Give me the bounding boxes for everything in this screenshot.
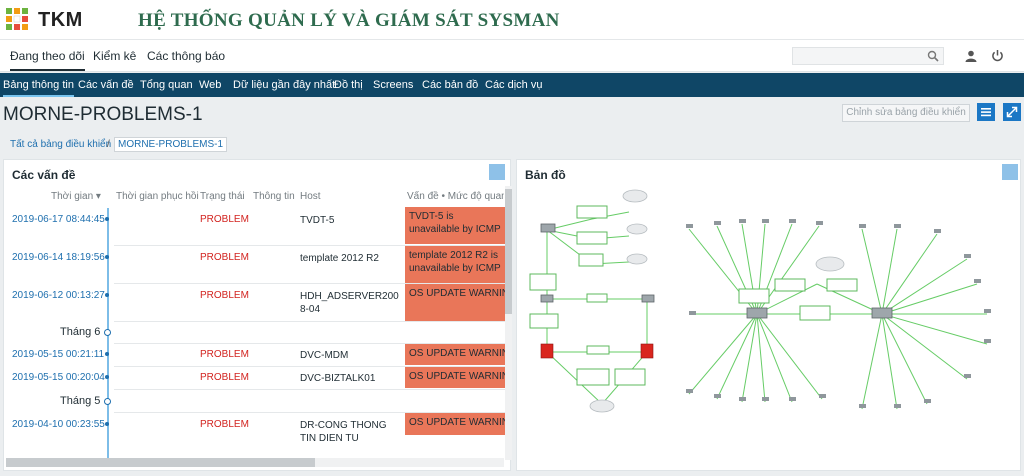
sub-nav-services[interactable]: Các dịch vụ (485, 79, 543, 91)
host-link[interactable]: template 2012 R2 (300, 253, 379, 264)
row-separator (114, 283, 509, 284)
fullscreen-icon (1006, 106, 1018, 118)
main-nav-inventory[interactable]: Kiểm kê (93, 49, 137, 63)
fullscreen-button[interactable] (1003, 103, 1021, 121)
main-nav-monitoring[interactable]: Đang theo dõi (10, 49, 85, 71)
status-badge: PROBLEM (200, 290, 249, 301)
timeline-dot (105, 255, 109, 259)
problems-widget: Các vấn đề Thời gian ▾ Thời gian phục hồ… (3, 159, 512, 471)
sub-nav-dashboard[interactable]: Bảng thông tin (3, 79, 74, 97)
page-title: MORNE-PROBLEMS-1 (3, 104, 203, 125)
user-icon[interactable] (965, 50, 977, 62)
host-link[interactable]: DR-CONG THONG TIN DIEN TU (300, 420, 387, 444)
top-bar: TKM HỆ THỐNG QUẢN LÝ VÀ GIÁM SÁT SYSMAN (0, 0, 1024, 40)
column-host: Host (300, 191, 321, 202)
edit-dashboard-button[interactable]: Chỉnh sửa bảng điều khiển (842, 104, 970, 122)
month-marker (104, 398, 111, 405)
problem-cell[interactable]: OS UPDATE WARNING (405, 344, 508, 365)
row-separator (114, 343, 509, 344)
vertical-scrollbar[interactable] (505, 186, 512, 460)
problems-widget-menu-button[interactable] (489, 164, 505, 180)
column-info: Thông tin (253, 191, 295, 202)
row-separator (114, 412, 509, 413)
network-map[interactable] (517, 184, 1020, 468)
status-badge: PROBLEM (200, 372, 249, 383)
row-separator (114, 389, 509, 390)
row-time[interactable]: 2019-05-15 00:20:04 (12, 372, 105, 383)
menu-icon (981, 108, 991, 117)
column-problem-severity: Vấn đề • Mức độ quan trọng (407, 191, 504, 202)
status-badge: PROBLEM (200, 252, 249, 263)
row-time[interactable]: 2019-06-14 18:19:56 (12, 252, 105, 263)
row-time[interactable]: 2019-06-12 00:13:27 (12, 290, 105, 301)
host-link[interactable]: DVC-MDM (300, 350, 349, 361)
breadcrumb-all-dashboards[interactable]: Tất cả bảng điều khiển (10, 139, 112, 150)
row-separator (114, 321, 509, 322)
sub-nav-web[interactable]: Web (199, 79, 222, 91)
timeline-dot (105, 422, 109, 426)
host-link[interactable]: HDH_ADSERVER2008-04 (300, 291, 399, 315)
column-recovery-time: Thời gian phục hồi (116, 191, 199, 202)
problem-cell[interactable]: template 2012 R2 is unavailable by ICMP (405, 246, 508, 283)
map-widget-title: Bản đồ (525, 168, 566, 182)
row-time[interactable]: 2019-04-10 00:23:55 (12, 419, 105, 430)
problem-cell[interactable]: TVDT-5 is unavailable by ICMP (405, 207, 508, 244)
vertical-scrollbar-thumb[interactable] (505, 189, 512, 314)
month-label: Tháng 6 (60, 326, 101, 338)
month-label: Tháng 5 (60, 395, 101, 407)
row-separator (114, 366, 509, 367)
row-time[interactable]: 2019-06-17 08:44:45 (12, 214, 105, 225)
timeline-dot (105, 352, 109, 356)
power-icon[interactable] (991, 49, 1004, 62)
horizontal-scrollbar-thumb[interactable] (6, 458, 315, 467)
sub-nav-screens[interactable]: Screens (373, 79, 414, 91)
brand-name: TKM (38, 9, 83, 31)
timeline-dot (105, 375, 109, 379)
map-widget-menu-button[interactable] (1002, 164, 1018, 180)
timeline-dot (105, 293, 109, 297)
system-title: HỆ THỐNG QUẢN LÝ VÀ GIÁM SÁT SYSMAN (138, 10, 560, 31)
sub-nav-problems[interactable]: Các vấn đề (78, 79, 134, 91)
column-status: Trạng thái (200, 191, 245, 202)
status-badge: PROBLEM (200, 214, 249, 225)
month-marker (104, 329, 111, 336)
search-icon[interactable] (927, 50, 939, 62)
sub-nav-graphs[interactable]: Đồ thị (334, 79, 363, 91)
sub-nav: Bảng thông tin Các vấn đề Tổng quan Web … (0, 73, 1024, 97)
sub-nav-overview[interactable]: Tổng quan (140, 79, 193, 91)
host-link[interactable]: TVDT-5 (300, 215, 335, 226)
host-link[interactable]: DVC-BIZTALK01 (300, 373, 376, 384)
sub-nav-latest-data[interactable]: Dữ liệu gần đây nhất (233, 79, 336, 91)
tkm-logo-icon (6, 8, 28, 30)
problem-cell[interactable]: OS UPDATE WARNING (405, 413, 508, 435)
status-badge: PROBLEM (200, 419, 249, 430)
row-separator (114, 245, 509, 246)
column-time[interactable]: Thời gian ▾ (51, 191, 101, 202)
sub-nav-maps[interactable]: Các bản đồ (422, 79, 479, 91)
problem-cell[interactable]: OS UPDATE WARNING (405, 367, 508, 388)
dashboard-menu-button[interactable] (977, 103, 995, 121)
main-nav-reports[interactable]: Các thông báo (147, 49, 226, 63)
search-input[interactable] (792, 47, 944, 65)
row-time[interactable]: 2019-05-15 00:21:11 (12, 349, 105, 360)
breadcrumb-current[interactable]: MORNE-PROBLEMS-1 (114, 137, 228, 152)
breadcrumb-separator: / (107, 139, 110, 150)
problems-widget-title: Các vấn đề (12, 168, 76, 182)
timeline-dot (105, 217, 109, 221)
status-badge: PROBLEM (200, 349, 249, 360)
map-widget: Bản đồ (516, 159, 1021, 471)
problem-cell[interactable]: OS UPDATE WARNING (405, 284, 508, 321)
